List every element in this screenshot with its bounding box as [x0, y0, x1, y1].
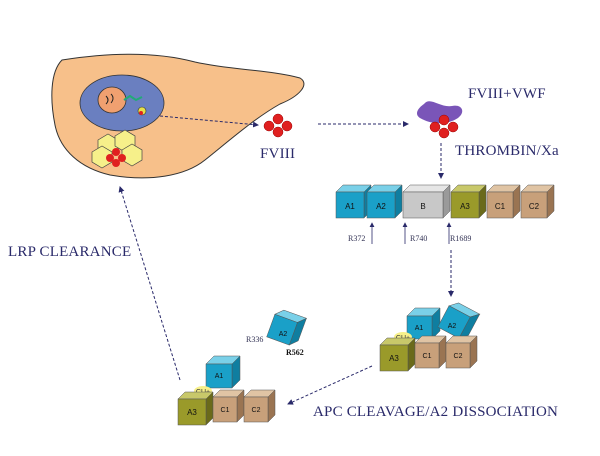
ribosome-chain: [123, 94, 143, 102]
fviiia-heterotrimer: A1 A2 CU+ A3 C1 C2: [379, 302, 481, 372]
dissociated-a2: A2: [266, 309, 308, 346]
vwf-shape: [417, 101, 463, 124]
vesicle-red: [139, 111, 143, 115]
inactive-a1-label: A1: [215, 373, 224, 380]
trimer-c2-label: C2: [454, 353, 463, 360]
fviii-vwf-label: FVIII+VWF: [468, 86, 546, 102]
apc-cleavage-arrow: [287, 365, 373, 405]
trimer-a3-label: A3: [389, 354, 399, 363]
inactive-c1-label: C1: [221, 407, 230, 414]
nucleolus: [97, 86, 127, 114]
inactive-c2-label: C2: [252, 407, 261, 414]
golgi-cluster: [91, 129, 143, 169]
site-r562-label: R562: [286, 348, 304, 357]
site-r740-label: R740: [410, 234, 428, 243]
site-r1689-label: R1689: [450, 234, 472, 243]
fviii-dots: [263, 113, 293, 138]
site-r336-label: R336: [246, 335, 264, 344]
dissociated-a2-label: A2: [279, 331, 288, 338]
domain-a1-label: A1: [345, 202, 355, 211]
lrp-clearance-arrow: [118, 186, 181, 381]
trimer-c1-label: C1: [423, 353, 432, 360]
lrp-clearance-label: LRP CLEARANCE: [8, 244, 132, 260]
fviii-label: FVIII: [260, 146, 296, 162]
fviii-vwf-dots: [429, 114, 459, 139]
domain-a2-label: A2: [376, 202, 386, 211]
apc-cleavage-label: APC CLEAVAGE/A2 DISSOCIATION: [313, 404, 559, 420]
domain-c2-label: C2: [529, 202, 540, 211]
domain-c1-label: C1: [495, 202, 506, 211]
thrombin-label: THROMBIN/Xa: [455, 143, 559, 159]
domain-b-label: B: [420, 202, 425, 211]
fviii-domain-chain: A1 A2 B A3 C1 C2: [335, 184, 555, 219]
trimer-a2-label: A2: [448, 323, 457, 330]
inactivated-fviii: A1 CU+ A3 C1 C2: [177, 355, 276, 426]
trimer-a1-label: A1: [415, 325, 424, 332]
domain-a3-label: A3: [460, 202, 470, 211]
dna-strand: [105, 93, 114, 105]
inactive-a3-label: A3: [187, 408, 197, 417]
site-r372-label: R372: [348, 234, 366, 243]
secretion-arrow: [159, 115, 259, 128]
